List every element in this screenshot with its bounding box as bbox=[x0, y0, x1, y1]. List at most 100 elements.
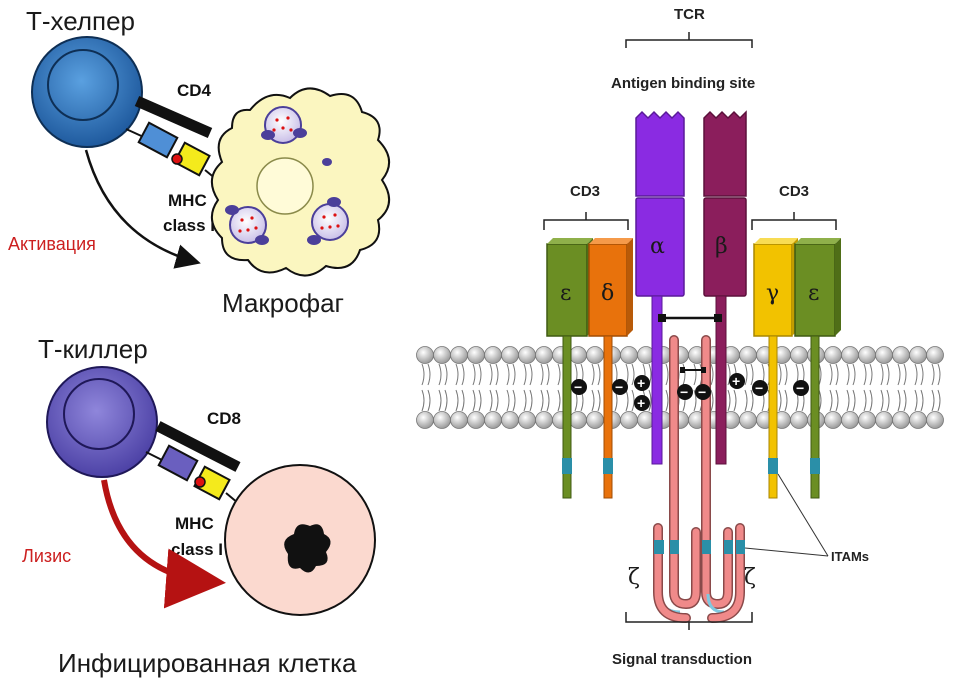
cd3-left-label: CD3 bbox=[570, 183, 600, 200]
svg-text:−: − bbox=[698, 384, 706, 400]
antigen-peptide-2 bbox=[194, 476, 206, 488]
lipid-head bbox=[535, 411, 553, 429]
helper-tcr-block bbox=[137, 121, 179, 159]
lipid-tail bbox=[744, 363, 748, 386]
lipid-tail bbox=[710, 363, 714, 386]
killer-cell-label: Т-киллер bbox=[38, 334, 148, 364]
lipid-tail bbox=[818, 363, 822, 386]
disulfide-bridge bbox=[658, 314, 722, 322]
lipid-tail bbox=[444, 363, 448, 386]
lipid-tail bbox=[455, 363, 459, 386]
cd3-delta: δ bbox=[588, 238, 633, 499]
lipid-tail bbox=[931, 363, 935, 386]
lysis-label: Лизис bbox=[22, 546, 71, 566]
lipid-tail bbox=[835, 389, 839, 412]
lipid-tail bbox=[886, 363, 890, 386]
lipid-tail bbox=[903, 389, 907, 412]
lipid-tail bbox=[461, 363, 465, 386]
lipid-tail bbox=[444, 389, 448, 412]
lipid-tail bbox=[472, 363, 476, 386]
svg-text:−: − bbox=[574, 379, 582, 395]
zeta-chain-right bbox=[701, 335, 733, 614]
lipid-head bbox=[586, 411, 604, 429]
lipid-head bbox=[892, 346, 910, 364]
lipid-head bbox=[416, 411, 434, 429]
alpha-label: α bbox=[650, 234, 665, 259]
epsilon-left-label: ε bbox=[560, 281, 571, 306]
svg-text:−: − bbox=[796, 380, 804, 396]
lipid-tail bbox=[506, 363, 510, 386]
lipid-tail bbox=[438, 389, 442, 412]
lipid-head bbox=[790, 411, 808, 429]
killer-nucleus bbox=[63, 378, 135, 450]
mhc2-label-line1: MHC bbox=[168, 191, 207, 210]
phagosome-1 bbox=[261, 106, 307, 144]
lipid-tail bbox=[455, 389, 459, 412]
helper-nucleus bbox=[47, 49, 119, 121]
macrophage-label: Макрофаг bbox=[222, 288, 344, 318]
killer-tcr-block bbox=[157, 444, 199, 482]
lipid-tail bbox=[495, 363, 499, 386]
lipid-tail bbox=[693, 389, 697, 412]
lipid-tail bbox=[852, 389, 856, 412]
svg-text:−: − bbox=[680, 384, 688, 400]
lipid-head bbox=[841, 411, 859, 429]
zeta-left-hook bbox=[653, 523, 691, 623]
lipid-head bbox=[467, 411, 485, 429]
cd4-label: CD4 bbox=[177, 81, 212, 100]
lipid-tail bbox=[869, 389, 873, 412]
itams-label: ITAMs bbox=[831, 549, 869, 564]
lipid-tail bbox=[886, 389, 890, 412]
lipid-tail bbox=[421, 363, 425, 386]
lipid-tail bbox=[852, 363, 856, 386]
helper-section: Т-хелпер CD4 MHC class II Активация bbox=[8, 6, 390, 318]
lipid-tail bbox=[625, 389, 629, 412]
lipid-tail bbox=[461, 389, 465, 412]
lipid-tail bbox=[512, 389, 516, 412]
tcr-beta-chain: β bbox=[703, 110, 747, 465]
tcr-alpha-chain: α bbox=[635, 110, 685, 465]
lipid-tail bbox=[631, 363, 635, 386]
lipid-head bbox=[926, 411, 944, 429]
lipid-head bbox=[501, 411, 519, 429]
beta-label: β bbox=[715, 234, 728, 259]
lipid-tail bbox=[880, 389, 884, 412]
lipid-tail bbox=[591, 363, 595, 386]
killer-cell bbox=[46, 366, 158, 478]
svg-text:+: + bbox=[637, 395, 645, 411]
zeta-left-label: ζ bbox=[628, 565, 640, 590]
cd3-gamma: γ bbox=[753, 238, 798, 499]
lipid-head bbox=[484, 346, 502, 364]
lipid-tail bbox=[597, 363, 601, 386]
lipid-tail bbox=[523, 389, 527, 412]
lipid-tail bbox=[914, 389, 918, 412]
antigen-site-label: Antigen binding site bbox=[611, 75, 755, 92]
lipid-head bbox=[433, 346, 451, 364]
lipid-tail bbox=[829, 389, 833, 412]
lipid-head bbox=[909, 411, 927, 429]
epsilon-right-label: ε bbox=[808, 281, 819, 306]
lipid-tail bbox=[546, 363, 550, 386]
mhc2-block bbox=[173, 141, 211, 177]
lipid-tail bbox=[784, 389, 788, 412]
lipid-tail bbox=[727, 363, 731, 386]
lipid-tail bbox=[835, 363, 839, 386]
signal-label: Signal transduction bbox=[612, 651, 752, 668]
lipid-head bbox=[790, 346, 808, 364]
lipid-tail bbox=[489, 363, 493, 386]
cd3-right-label: CD3 bbox=[779, 183, 809, 200]
lipid-tail bbox=[903, 363, 907, 386]
signal-bracket bbox=[625, 612, 753, 630]
tcr-section: TCR Antigen binding site CD3 CD3 α β bbox=[416, 6, 944, 668]
lipid-head bbox=[569, 411, 587, 429]
lipid-tail bbox=[880, 363, 884, 386]
lipid-tail bbox=[744, 389, 748, 412]
lipid-tail bbox=[472, 389, 476, 412]
lipid-tail bbox=[421, 389, 425, 412]
lipid-head bbox=[569, 346, 587, 364]
lipid-head bbox=[535, 346, 553, 364]
svg-text:−: − bbox=[615, 379, 623, 395]
cd3-epsilon-right: ε bbox=[794, 238, 841, 499]
lipid-tail bbox=[869, 363, 873, 386]
lipid-tail bbox=[540, 389, 544, 412]
